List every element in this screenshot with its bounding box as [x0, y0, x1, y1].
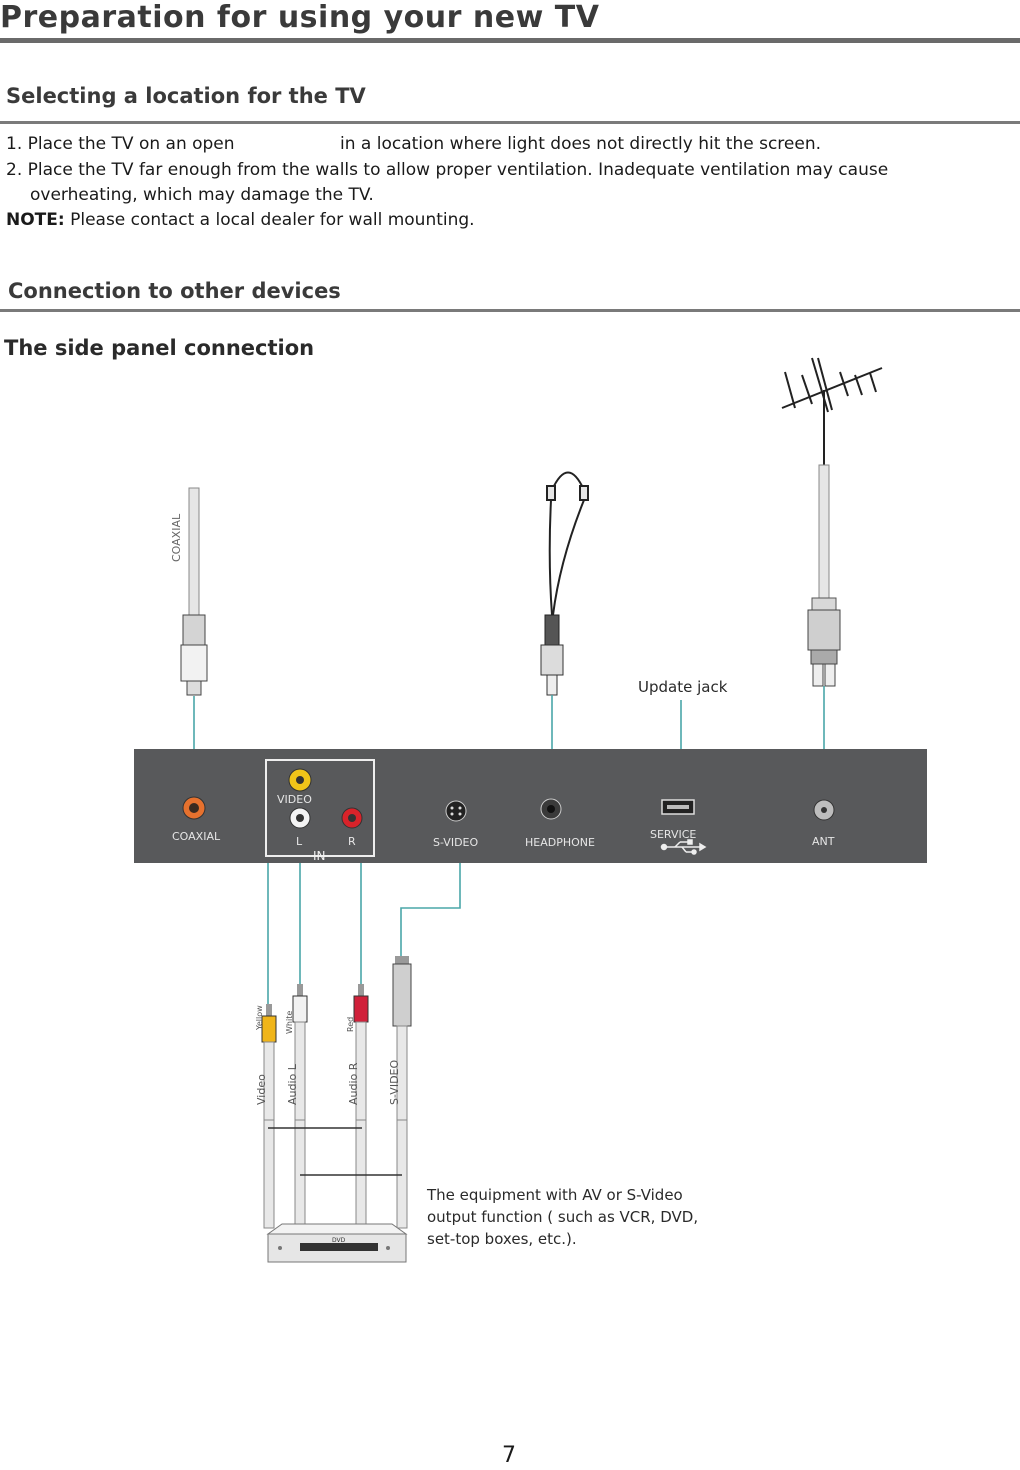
video-jack[interactable] [288, 768, 312, 792]
location-heading: Selecting a location for the TV [6, 84, 366, 108]
page-number: 7 [502, 1443, 516, 1468]
location-rule [0, 121, 1020, 124]
ant-port-label: ANT [812, 835, 835, 848]
antenna-cable [807, 464, 841, 687]
dvd-player-icon [266, 1223, 408, 1263]
connection-rule [0, 309, 1020, 312]
av-cables [263, 1119, 408, 1229]
location-item-2-line1: 2. Place the TV far enough from the wall… [6, 160, 889, 180]
antenna-jack[interactable] [813, 799, 835, 821]
red-label: Red [346, 1017, 355, 1032]
video-cable-label: Video [255, 1074, 268, 1105]
coaxial-cable-label: COAXIAL [170, 513, 183, 562]
side-panel-heading: The side panel connection [4, 336, 315, 360]
usb-port[interactable] [661, 799, 695, 815]
audio-r-cable-label: Audio R [347, 1062, 360, 1105]
location-item-1b: in a location where light does not direc… [340, 134, 822, 154]
yellow-plug [261, 1004, 277, 1123]
svideo-cable-label: S-VIDEO [388, 1060, 401, 1105]
in-label: IN [313, 849, 326, 863]
cable-ties [268, 1127, 402, 1176]
white-label: White [285, 1011, 294, 1034]
connection-diagram: COAXIAL Update jack COAXIAL VIDEO L R IN [134, 357, 927, 1263]
headphones-icon [546, 471, 589, 616]
audio-right-jack[interactable] [341, 807, 363, 829]
svideo-jack[interactable] [445, 800, 467, 822]
svideo-plug [392, 956, 412, 1123]
audio-l-cable-label: Audio L [286, 1063, 299, 1105]
dvd-device-label: DVD [332, 1237, 346, 1244]
coaxial-cable [180, 487, 208, 696]
title-rule [0, 38, 1020, 43]
note-label: NOTE: [6, 210, 65, 230]
connection-heading: Connection to other devices [8, 279, 341, 303]
yellow-label: Yellow [255, 1005, 264, 1031]
headphone-port-label: HEADPHONE [525, 836, 595, 849]
av-in-frame [265, 759, 375, 857]
equipment-line-2: output function ( such as VCR, DVD, [427, 1208, 698, 1226]
coaxial-port-label: COAXIAL [172, 830, 221, 843]
equipment-line-1: The equipment with AV or S-Video [426, 1186, 683, 1204]
location-item-1a: 1. Place the TV on an open [6, 134, 235, 154]
audio-right-label: R [348, 835, 356, 848]
audio-left-jack[interactable] [289, 807, 311, 829]
usb-icon [660, 839, 707, 855]
video-port-label: VIDEO [277, 793, 312, 806]
page-title: Preparation for using your new TV [0, 0, 600, 35]
update-jack-label: Update jack [638, 678, 728, 696]
headphone-jack[interactable] [540, 798, 562, 820]
svideo-port-label: S-VIDEO [433, 836, 478, 849]
coaxial-jack[interactable] [182, 796, 206, 820]
antenna-icon [781, 357, 883, 468]
headphone-plug [540, 614, 564, 696]
location-note: NOTE: Please contact a local dealer for … [6, 208, 475, 232]
equipment-line-3: set-top boxes, etc.). [427, 1230, 577, 1248]
audio-left-label: L [296, 835, 303, 848]
location-item-2-line2: overheating, which may damage the TV. [30, 185, 374, 205]
service-port-label: SERVICE [650, 828, 696, 841]
white-plug [292, 984, 308, 1123]
note-text: Please contact a local dealer for wall m… [70, 210, 475, 230]
